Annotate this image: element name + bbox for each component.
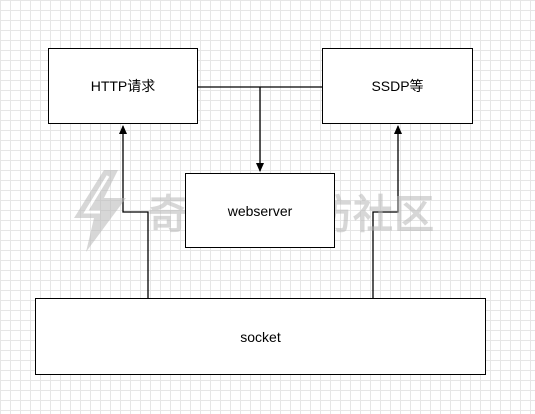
node-webserver[interactable]: webserver (185, 173, 335, 248)
node-socket[interactable]: socket (35, 298, 486, 375)
node-label: webserver (227, 202, 293, 219)
edge-socket-to-ssdp (372, 125, 402, 298)
node-label: socket (240, 328, 281, 345)
node-label: HTTP请求 (90, 78, 156, 94)
node-http-request[interactable]: HTTP请求 (48, 48, 198, 124)
node-label: SSDP等 (371, 78, 424, 94)
node-ssdp[interactable]: SSDP等 (322, 48, 473, 124)
edge-socket-to-http (119, 125, 149, 298)
